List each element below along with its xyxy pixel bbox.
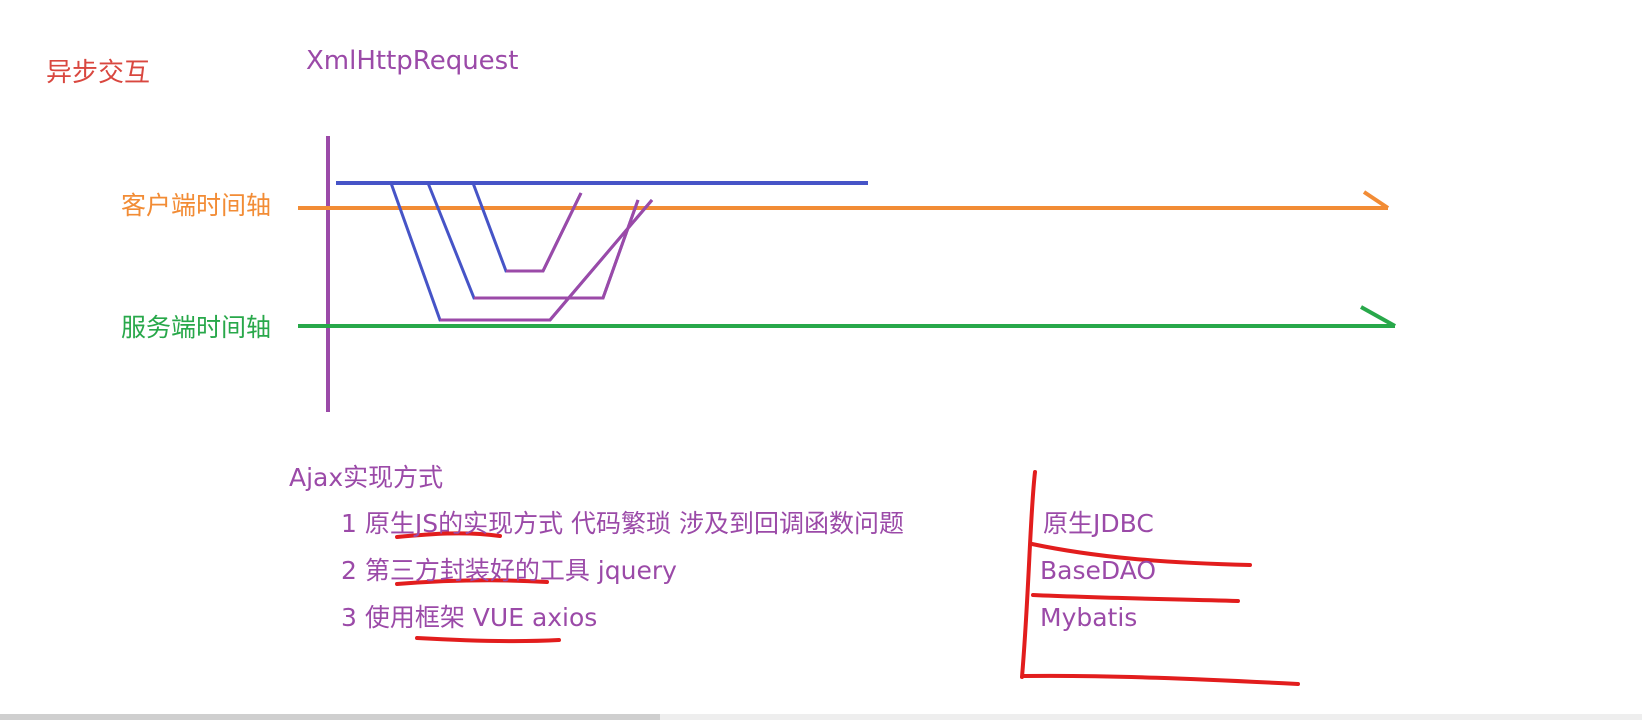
horizontal-scrollbar-thumb[interactable] <box>0 714 660 720</box>
comparison-item: Mybatis <box>1040 603 1138 632</box>
response-path-2 <box>474 199 640 300</box>
server-arrow-head <box>1360 305 1396 328</box>
diagram-title: 异步交互 <box>46 58 151 88</box>
red-line-basedao <box>1030 542 1252 567</box>
ajax-method-item: 3 使用框架 VUE axios <box>341 603 598 632</box>
xmlhttprequest-title: XmlHttpRequest <box>306 46 519 76</box>
response-path-1 <box>440 199 654 322</box>
underline-framework <box>415 636 561 644</box>
red-vertical-bracket <box>1020 470 1037 679</box>
client-timeline-label: 客户端时间轴 <box>121 191 272 220</box>
ajax-section-title: Ajax实现方式 <box>289 463 444 492</box>
horizontal-scrollbar-track[interactable] <box>0 714 1642 720</box>
ajax-method-item: 1 原生JS的实现方式 代码繁琐 涉及到回调函数问题 <box>341 509 904 538</box>
underline-third-party <box>395 578 549 586</box>
red-line-mybatis <box>1031 593 1240 603</box>
underline-native-js <box>395 531 502 539</box>
request-path-2 <box>426 182 640 300</box>
red-line-bottom <box>1022 673 1300 686</box>
comparison-item: 原生JDBC <box>1043 509 1154 538</box>
client-arrow-head <box>1362 190 1390 210</box>
ajax-method-item: 2 第三方封装好的工具 jquery <box>341 556 677 585</box>
server-timeline-label: 服务端时间轴 <box>121 313 272 342</box>
response-path-3 <box>506 192 583 273</box>
comparison-item: BaseDAO <box>1040 556 1157 585</box>
